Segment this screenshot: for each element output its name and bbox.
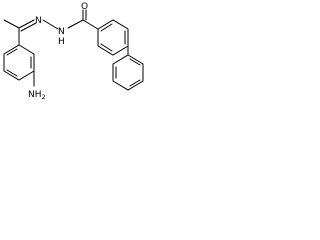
amine-label: NH2 [28, 90, 46, 101]
nh-to-carbonyl-bond [67, 19, 84, 29]
oxygen-label: O [81, 2, 88, 12]
imine-c-n-double-bond-a [18, 19, 35, 29]
amine-main-label: NH [28, 90, 42, 100]
ring-c-inner-bond-1 [129, 58, 141, 66]
n-n-bond [42, 19, 59, 30]
biphenyl-ring-2 [112, 54, 144, 91]
hydrogen-label: H [58, 37, 65, 47]
methyl-imine-fragment [3, 19, 37, 32]
ring-b-inner-bond-3 [100, 43, 113, 52]
ring-a-inner-bond-3 [6, 48, 18, 56]
imine-c-n-double-bond-b [20, 22, 37, 32]
carbonyl-to-ring-bond [82, 19, 99, 30]
aminophenyl-ring [3, 27, 35, 87]
chemical-structure: O N N H NH2 [3, 2, 144, 101]
nitrogen-1-label: N [35, 16, 42, 26]
ring-a-inner-bond-2 [6, 69, 18, 77]
ring-b-hexagon [97, 19, 129, 56]
ring-a-hexagon [3, 44, 35, 81]
structure-canvas: O N N H NH2 [0, 0, 172, 105]
ring-c-hexagon [112, 54, 144, 91]
biphenyl-ring-1 [97, 19, 129, 56]
ring-b-inner-bond-1 [100, 23, 113, 32]
amine-subscript-label: 2 [42, 93, 46, 101]
hydrazone-amide-fragment [42, 9, 99, 30]
methyl-bond [3, 19, 20, 29]
nitrogen-2-label: N [58, 27, 65, 37]
ring-c-inner-bond-2 [129, 79, 141, 87]
